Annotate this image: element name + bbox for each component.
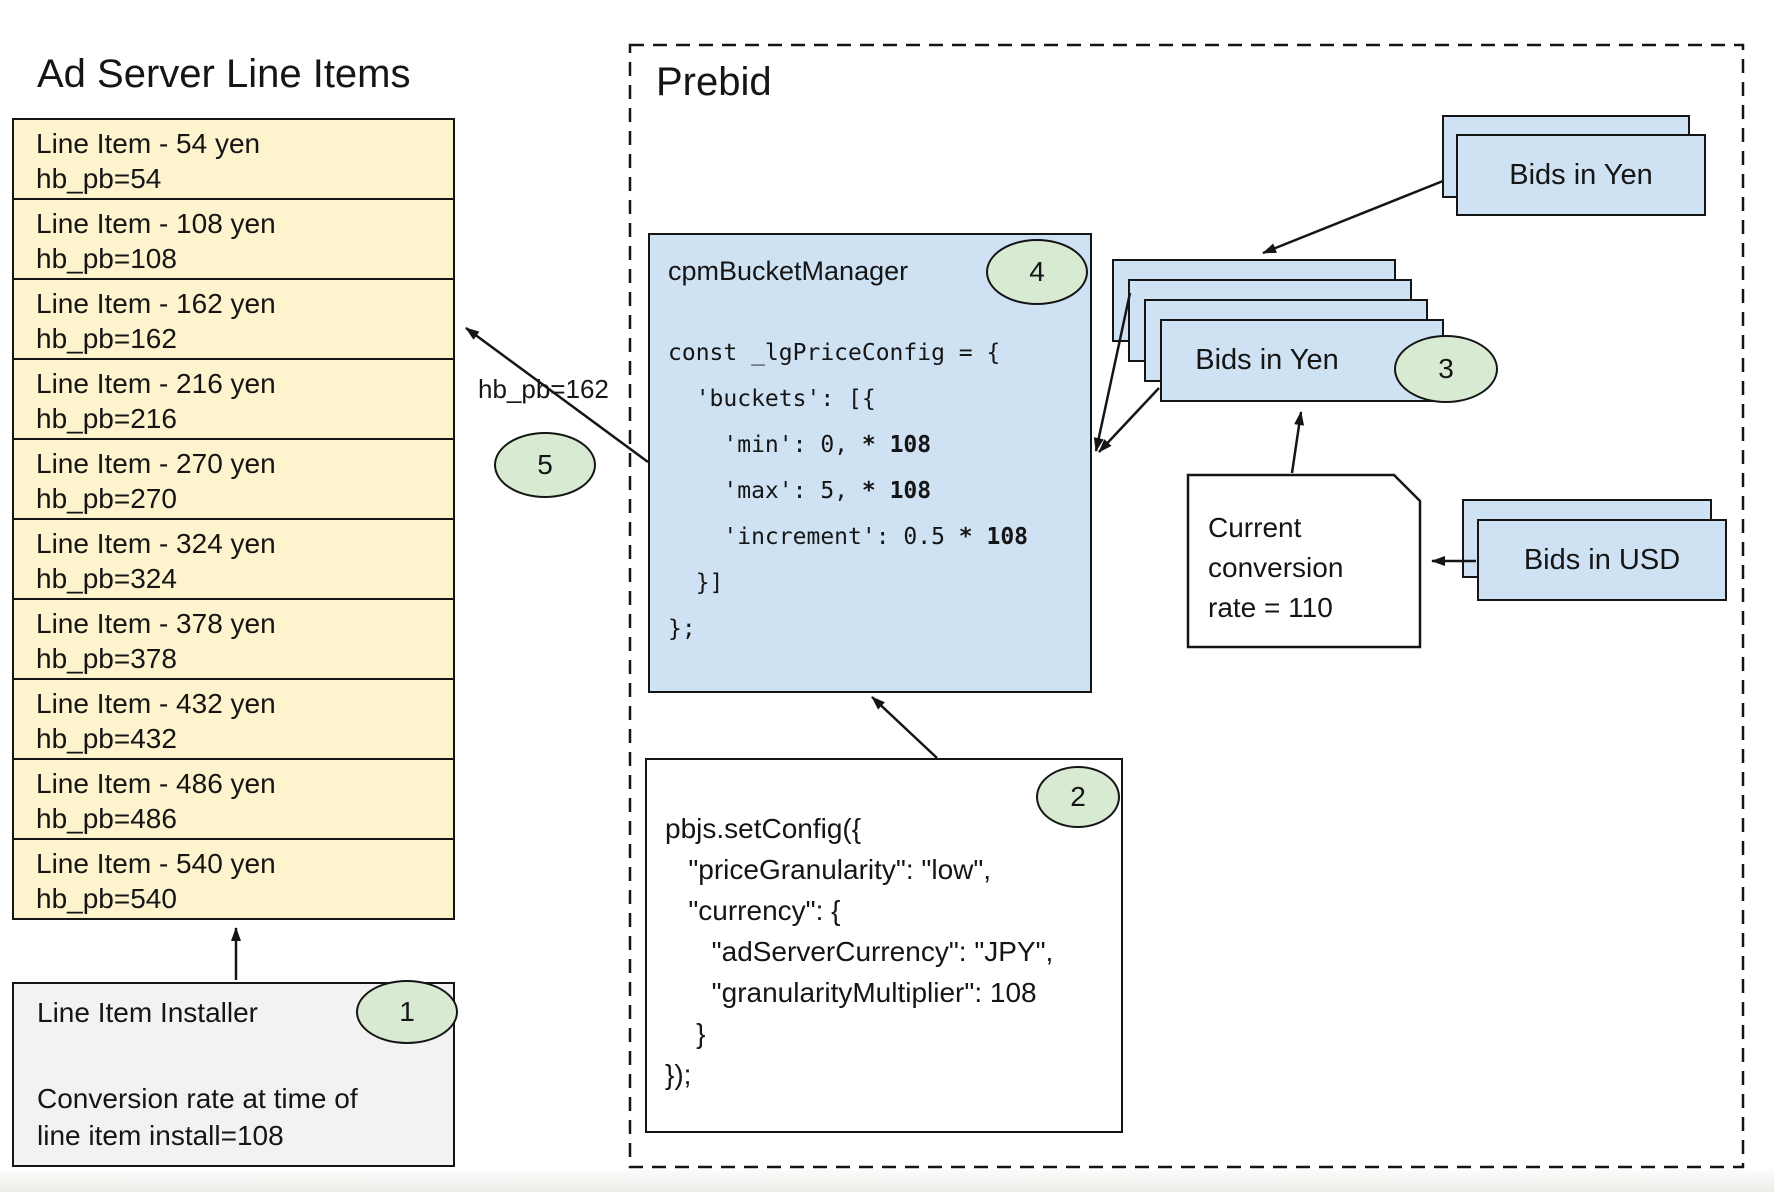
line-item-label: Line Item - 270 yen (36, 448, 276, 479)
code-line: pbjs.setConfig({ (665, 813, 862, 844)
line-item-label: Line Item - 108 yen (36, 208, 276, 239)
badge-number: 4 (1029, 256, 1045, 287)
installer-desc-line1: Conversion rate at time of (37, 1083, 358, 1114)
code-line: "priceGranularity": "low", (665, 854, 992, 885)
line-item-row: Line Item - 378 yen hb_pb=378 (14, 600, 453, 680)
badge-number: 3 (1438, 353, 1454, 384)
line-item-label: Line Item - 162 yen (36, 288, 276, 319)
step-badge-1: 1 (356, 980, 458, 1044)
code-line: } (665, 1018, 706, 1049)
prebid-title: Prebid (656, 60, 772, 104)
code-line: }] (668, 570, 724, 596)
line-item-key: hb_pb=378 (36, 643, 177, 674)
line-item-key: hb_pb=270 (36, 483, 177, 514)
code-line: 'max': 5, * 108 (668, 478, 932, 504)
step-badge-5: 5 (494, 432, 596, 498)
line-item-key: hb_pb=540 (36, 883, 177, 914)
line-item-key: hb_pb=432 (36, 723, 177, 754)
installer-desc-line2: line item install=108 (37, 1120, 284, 1151)
arrow-yen-stack-to-bucket-manager-2 (1098, 387, 1160, 453)
code-line: "granularityMultiplier": 108 (665, 977, 1037, 1008)
installer-title: Line Item Installer (37, 997, 258, 1028)
line-item-row: Line Item - 54 yen hb_pb=54 (14, 120, 453, 200)
cpm-bucket-manager-label: cpmBucketManager (668, 256, 909, 286)
line-item-label: Line Item - 216 yen (36, 368, 276, 399)
line-item-row: Line Item - 486 yen hb_pb=486 (14, 760, 453, 840)
bids-in-usd-card: Bids in USD (1477, 519, 1727, 601)
note-line2: conversion (1208, 552, 1344, 583)
line-item-label: Line Item - 432 yen (36, 688, 276, 719)
line-item-key: hb_pb=162 (36, 323, 177, 354)
line-item-key: hb_pb=108 (36, 243, 177, 274)
line-item-row: Line Item - 270 yen hb_pb=270 (14, 440, 453, 520)
step-badge-4: 4 (986, 239, 1088, 305)
code-line: "currency": { (665, 895, 841, 926)
code-line: 'buckets': [{ (668, 386, 876, 412)
line-items-table: Line Item - 54 yen hb_pb=54 Line Item - … (12, 118, 455, 920)
badge-number: 2 (1070, 781, 1086, 812)
line-item-label: Line Item - 540 yen (36, 848, 276, 879)
step-badge-2: 2 (1036, 766, 1120, 828)
line-item-label: Line Item - 486 yen (36, 768, 276, 799)
bids-in-yen-stack-label: Bids in Yen (1195, 344, 1339, 376)
installer-description: Conversion rate at time of line item ins… (37, 1080, 358, 1154)
code-line: 'increment': 0.5 * 108 (668, 524, 1029, 550)
code-line: }; (668, 616, 696, 642)
code-line: }); (665, 1059, 692, 1090)
arrow-yen-top-to-yen-stack (1262, 179, 1444, 255)
badge-number: 1 (399, 996, 415, 1027)
line-item-label: Line Item - 54 yen (36, 128, 261, 159)
code-line: 'min': 0, * 108 (668, 432, 932, 458)
arrow-setconfig-to-bucket-manager (871, 696, 938, 759)
bottom-edge-strip (0, 1170, 1774, 1192)
line-item-key: hb_pb=324 (36, 563, 177, 594)
line-item-row: Line Item - 108 yen hb_pb=108 (14, 200, 453, 280)
hb-pb-arrow-label: hb_pb=162 (478, 374, 609, 404)
line-item-row: Line Item - 216 yen hb_pb=216 (14, 360, 453, 440)
bids-in-yen-top-label: Bids in Yen (1509, 158, 1653, 191)
line-item-row: Line Item - 324 yen hb_pb=324 (14, 520, 453, 600)
note-line3: rate = 110 (1208, 592, 1333, 623)
badge-number: 5 (537, 449, 553, 480)
ad-server-title: Ad Server Line Items (37, 52, 411, 96)
line-item-row: Line Item - 432 yen hb_pb=432 (14, 680, 453, 760)
line-item-label: Line Item - 324 yen (36, 528, 276, 559)
line-item-label: Line Item - 378 yen (36, 608, 276, 639)
line-item-row: Line Item - 162 yen hb_pb=162 (14, 280, 453, 360)
conversion-note-text: Current conversion rate = 110 (1208, 508, 1343, 628)
code-line: "adServerCurrency": "JPY", (665, 936, 1054, 967)
line-item-row: Line Item - 540 yen hb_pb=540 (14, 840, 453, 918)
line-item-key: hb_pb=486 (36, 803, 177, 834)
line-item-key: hb_pb=216 (36, 403, 177, 434)
note-line1: Current (1208, 512, 1302, 543)
bids-in-yen-top-card: Bids in Yen (1456, 134, 1706, 216)
line-item-key: hb_pb=54 (36, 163, 162, 194)
pbjs-set-config-code: pbjs.setConfig({ "priceGranularity": "lo… (665, 808, 1053, 1095)
price-config-code: const _lgPriceConfig = { 'buckets': [{ '… (668, 330, 1028, 652)
bids-in-usd-label: Bids in USD (1523, 543, 1681, 576)
code-line: const _lgPriceConfig = { (668, 340, 1001, 366)
step-badge-3: 3 (1394, 335, 1498, 403)
arrow-note-to-yen-stack (1290, 411, 1305, 474)
